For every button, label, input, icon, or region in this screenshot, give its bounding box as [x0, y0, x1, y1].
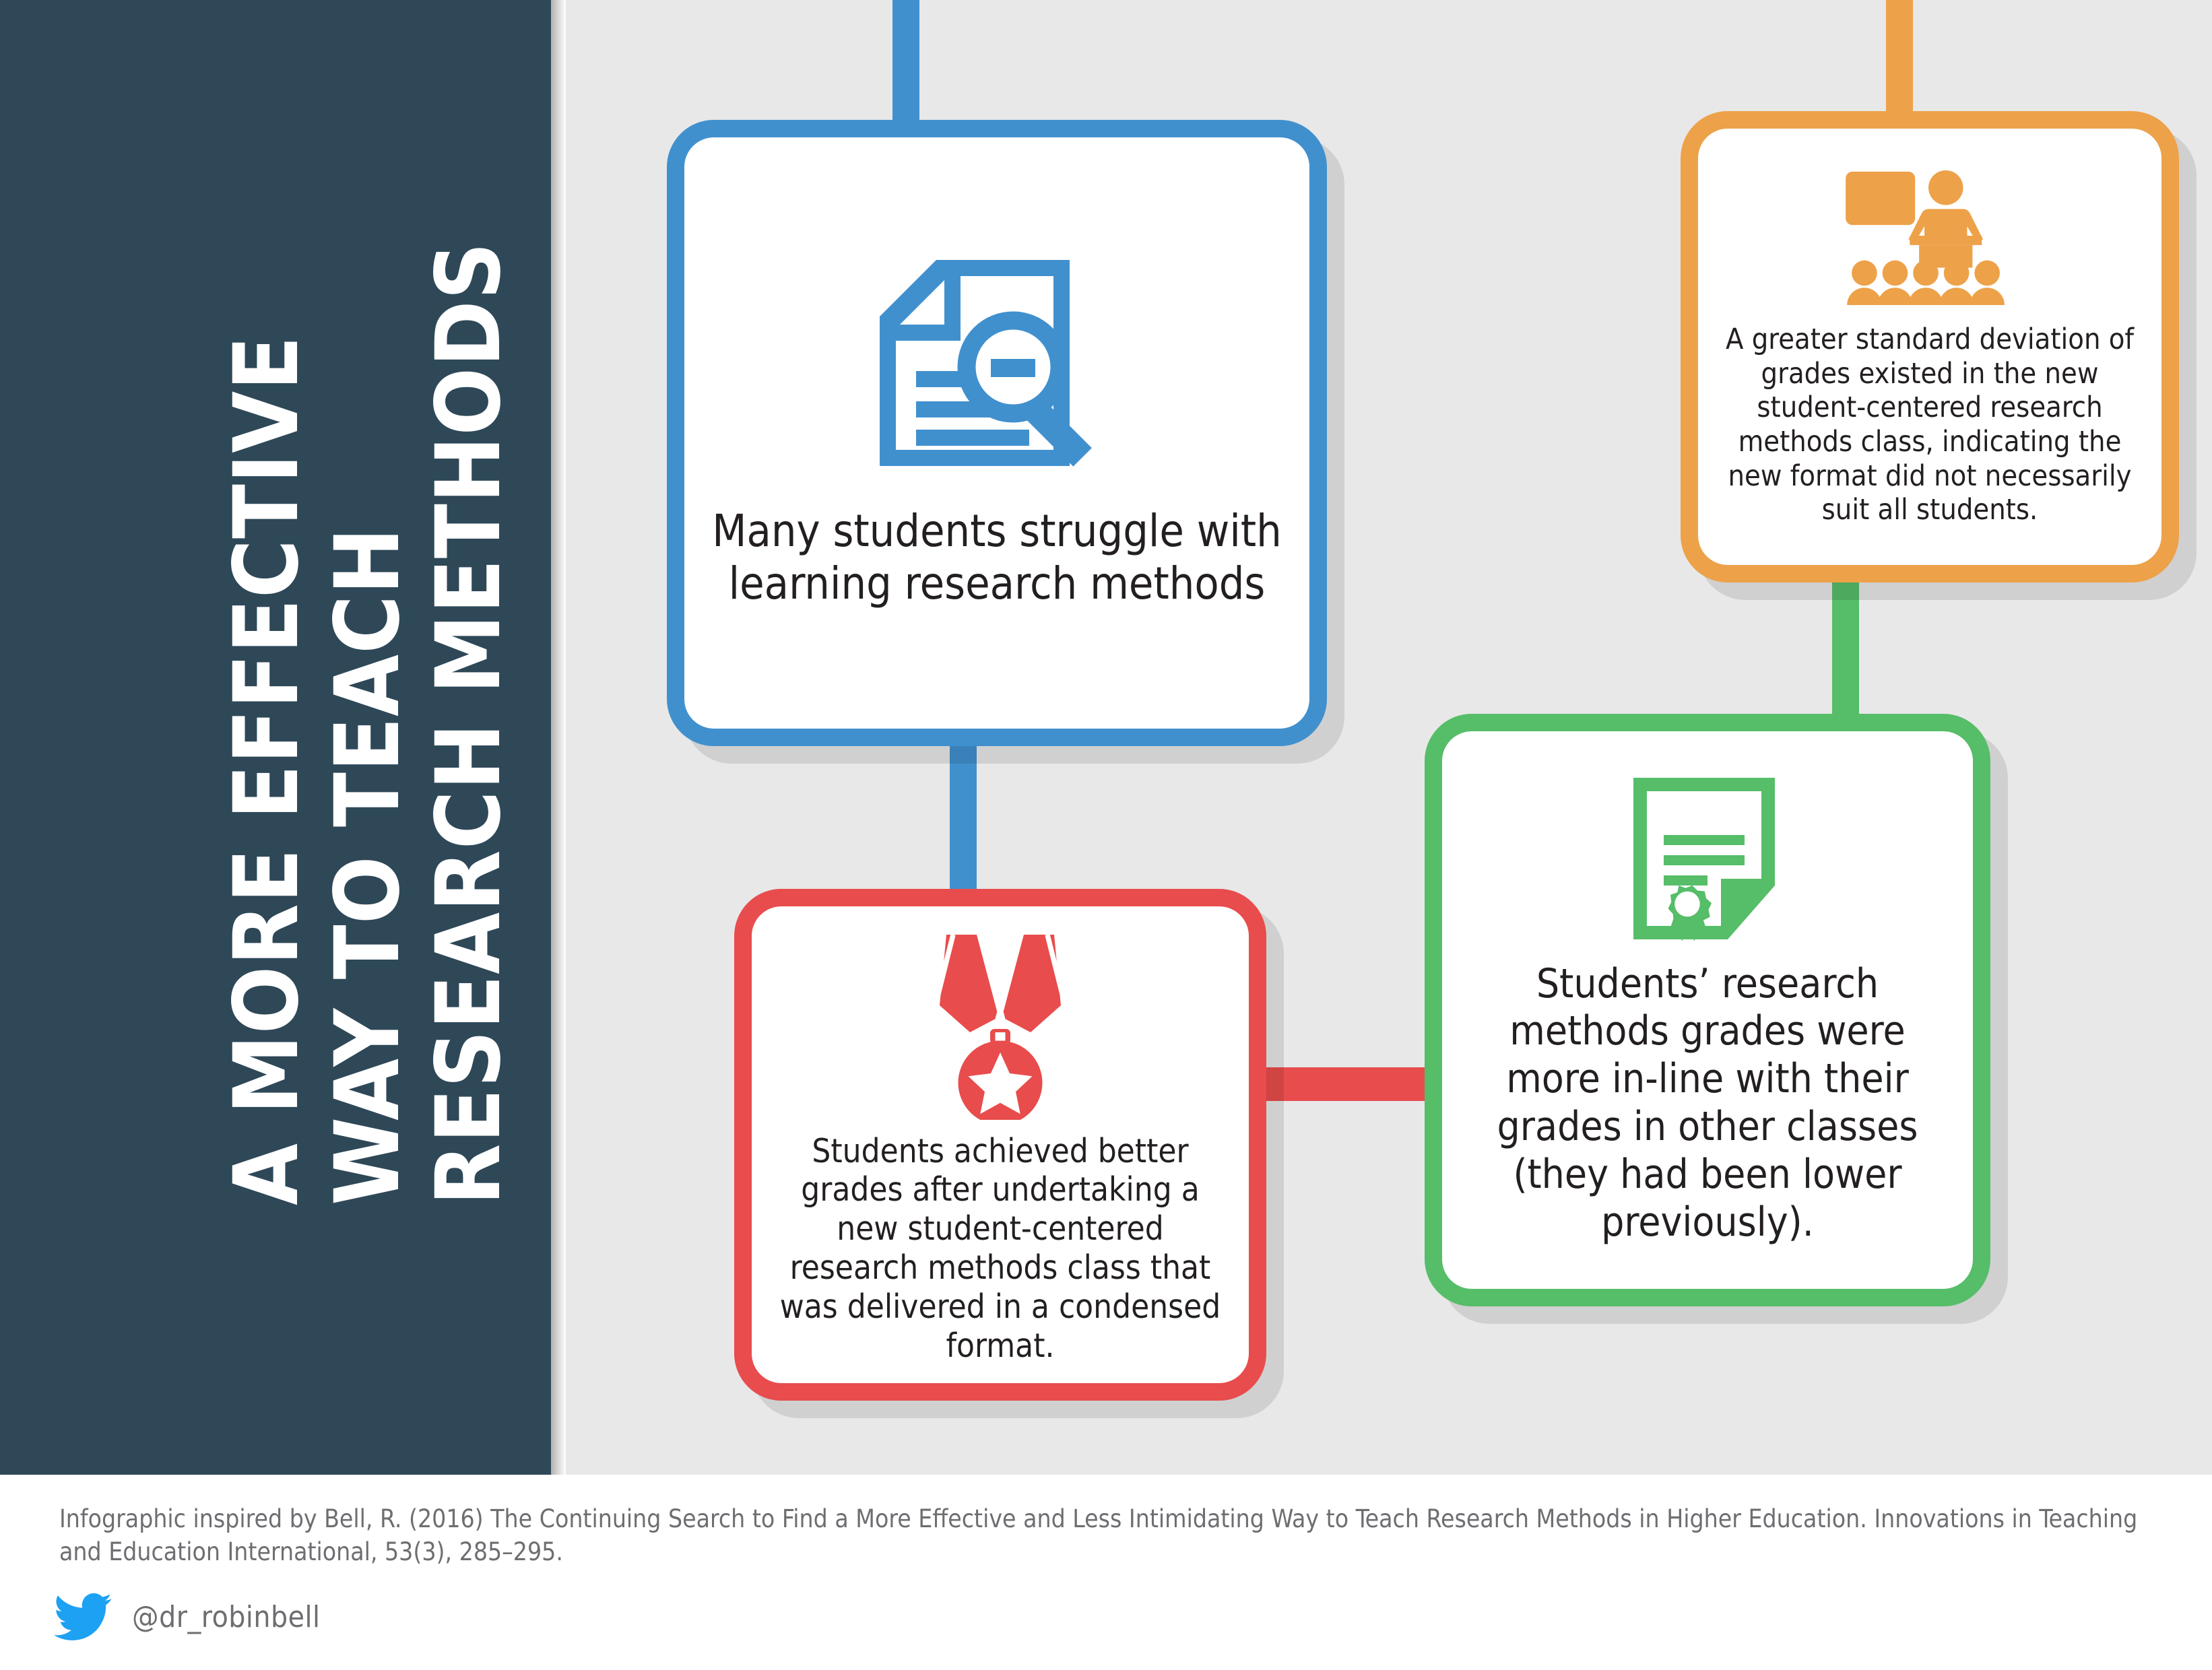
twitter-handle-text: @dr_robinbell: [132, 1599, 321, 1634]
card-caveat[interactable]: A greater standard deviation of grades e…: [1681, 111, 2179, 582]
card-result-alignment[interactable]: Students’ research methods grades were m…: [1425, 714, 1990, 1306]
connector-orange-top: [1886, 0, 1913, 121]
page-title: A MORE EFFECTIVE WAY TO TEACH RESEARCH M…: [0, 0, 551, 1475]
classroom-lecture-icon: [1842, 166, 2017, 308]
card-result-grades-body: Students achieved better grades after un…: [752, 925, 1249, 1366]
document-magnifier-icon: [876, 256, 1118, 478]
title-sidebar: A MORE EFFECTIVE WAY TO TEACH RESEARCH M…: [0, 0, 551, 1475]
card-result-alignment-text: Students’ research methods grades were m…: [1497, 960, 1918, 1246]
card-caveat-text: A greater standard deviation of grades e…: [1725, 322, 2135, 527]
card-caveat-body: A greater standard deviation of grades e…: [1698, 166, 2161, 527]
card-result-alignment-body: Students’ research methods grades were m…: [1442, 774, 1973, 1246]
card-problem-text: Many students struggle with learning res…: [712, 505, 1282, 609]
connector-orange-to-green: [1832, 566, 1859, 741]
social-handle-row[interactable]: @dr_robinbell: [54, 1588, 321, 1646]
card-problem[interactable]: Many students struggle with learning res…: [667, 120, 1327, 746]
certificate-icon: [1630, 774, 1785, 943]
medal-award-icon: [930, 925, 1071, 1120]
card-problem-body: Many students struggle with learning res…: [684, 256, 1309, 610]
footer: Infographic inspired by Bell, R. (2016) …: [0, 1475, 2212, 1670]
sidebar-shadow: [551, 0, 566, 1475]
title-line-3: RESEARCH METHODS: [417, 241, 521, 1205]
twitter-bird-icon: [54, 1588, 112, 1646]
card-result-grades[interactable]: Students achieved better grades after un…: [734, 889, 1266, 1401]
connector-blue-top: [892, 0, 919, 135]
title-line-2: WAY TO TEACH: [316, 527, 420, 1205]
card-result-grades-text: Students achieved better grades after un…: [779, 1131, 1221, 1365]
citation-text: Infographic inspired by Bell, R. (2016) …: [59, 1504, 2138, 1566]
title-line-1: A MORE EFFECTIVE: [215, 335, 319, 1205]
